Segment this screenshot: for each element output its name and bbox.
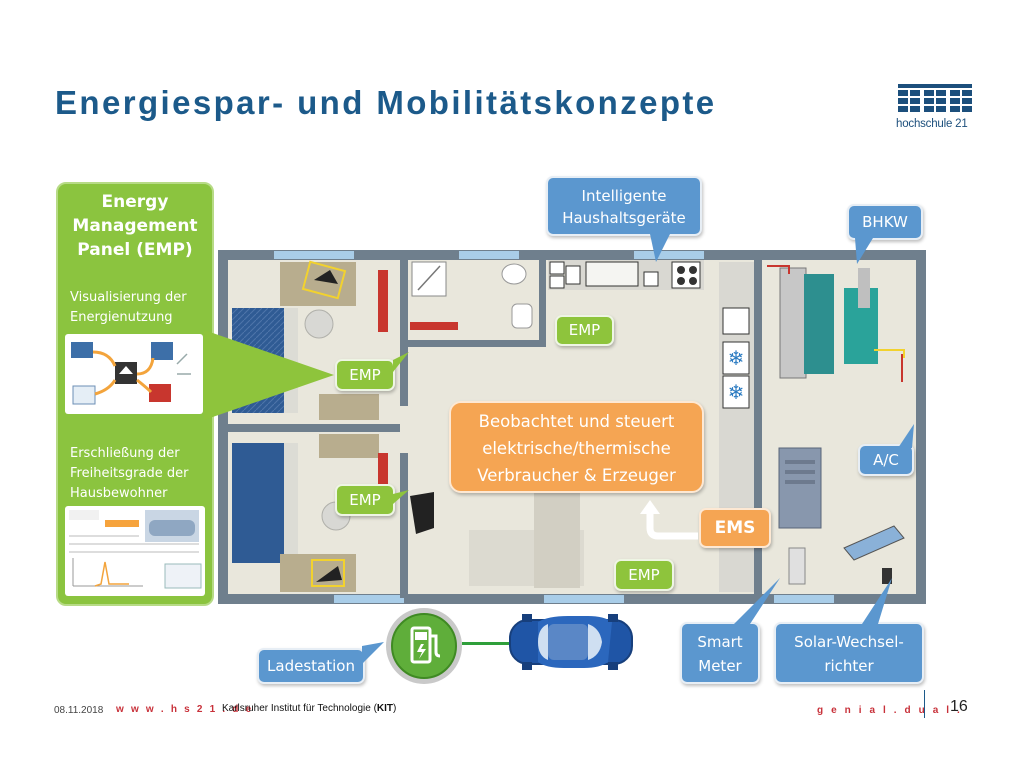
callout-emp-label: EMP [349,491,381,509]
callout-line: Haushaltsgeräte [562,209,686,227]
callout-emp-label: EMP [628,566,660,584]
callout-pointer [734,578,780,624]
callout-pointer [855,238,873,264]
callout-emp-bedroom-1: EMP [335,359,395,391]
callout-ac-label: A/C [873,451,899,469]
callout-pointer [650,234,670,262]
emp-panel-pointer [204,330,334,420]
callout-line: Verbraucher & Erzeuger [477,466,676,485]
callout-center-beobachtet: Beobachtet und steuert elektrische/therm… [449,401,704,493]
house-floor-plan: ❄ ❄ [218,250,926,604]
callout-emp-bathroom: EMP [555,315,614,346]
callout-bhkw-label: BHKW [862,213,908,231]
footer-slogan: g e n i a l . d u a l . [817,705,963,716]
footer-date: 08.11.2018 [54,705,104,716]
callout-pointer [862,578,892,624]
callout-line: Beobachtet und steuert [478,412,675,431]
callout-ladestation-label: Ladestation [267,657,355,675]
callout-line: Meter [698,657,742,675]
electric-car-icon [509,614,633,670]
charging-cable [462,642,512,645]
callout-smart-meter: Smart Meter [680,622,760,684]
callout-line: Solar-Wechsel- [794,633,904,651]
emp-info-panel: Energy Management Panel (EMP) Visualisie… [56,182,214,606]
footer-credit-bold: KIT [376,703,394,714]
callout-pointer [393,490,409,504]
emp-energy-flow-screenshot [65,334,203,414]
callout-pointer [362,642,384,664]
emp-panel-title-line: Panel (EMP) [77,240,193,260]
emp-ers-line: Erschließung der [70,446,180,461]
callout-intelligente-haushaltsgeraete: Intelligente Haushaltsgeräte [546,176,702,236]
logo-text: hochschule 21 [896,118,968,130]
callout-emp-bedroom-2: EMP [335,484,395,516]
slide-title: Energiespar- und Mobilitätskonzepte [55,84,717,121]
emp-erschliessung-text: Erschließung der Freiheitsgrade der Haus… [70,444,212,504]
emp-ers-line: Hausbewohner [70,486,168,501]
footer-credit-prefix: Karlsruher Institut für Technologie ( [222,703,377,714]
ems-arrow-icon [640,500,698,540]
callout-line: richter [824,657,874,675]
callout-line: elektrische/thermische [482,439,671,458]
callout-ladestation: Ladestation [257,648,365,684]
callout-bhkw: BHKW [847,204,923,240]
footer-divider [924,690,925,718]
callout-pointer [898,424,914,448]
callout-line: Intelligente [581,187,667,205]
svg-text:❄: ❄ [728,380,745,404]
logo-building-icon [898,84,972,112]
footer-credit: Karlsruher Institut für Technologie (KIT… [222,703,396,714]
callout-line: Smart [697,633,743,651]
page-number: 16 [950,698,968,715]
emp-panel-title-line: Energy [101,192,169,212]
hochschule21-logo: hochschule 21 [896,82,974,134]
emp-vis-line: Energienutzung [70,310,173,325]
callout-pointer [393,352,409,372]
emp-panel-title-line: Management [72,216,198,236]
emp-ers-line: Freiheitsgrade der [70,466,189,481]
callout-emp-living: EMP [614,559,674,591]
callout-emp-label: EMP [349,366,381,384]
svg-text:❄: ❄ [728,346,745,370]
callout-ems: EMS [699,508,771,548]
emp-charging-screenshot [65,506,205,596]
footer-credit-suffix: ) [393,703,397,714]
callout-ac: A/C [858,444,914,476]
emp-visualisierung-text: Visualisierung der Energienutzung [70,288,210,328]
charging-station-icon [386,608,462,684]
emp-vis-line: Visualisierung der [70,290,187,305]
callout-solar-wechselrichter: Solar-Wechsel- richter [774,622,924,684]
callout-emp-label: EMP [568,321,601,339]
emp-panel-title: Energy Management Panel (EMP) [58,190,212,262]
footer-website: w w w . h s 2 1 . d e [116,704,254,715]
callout-ems-label: EMS [714,518,756,538]
